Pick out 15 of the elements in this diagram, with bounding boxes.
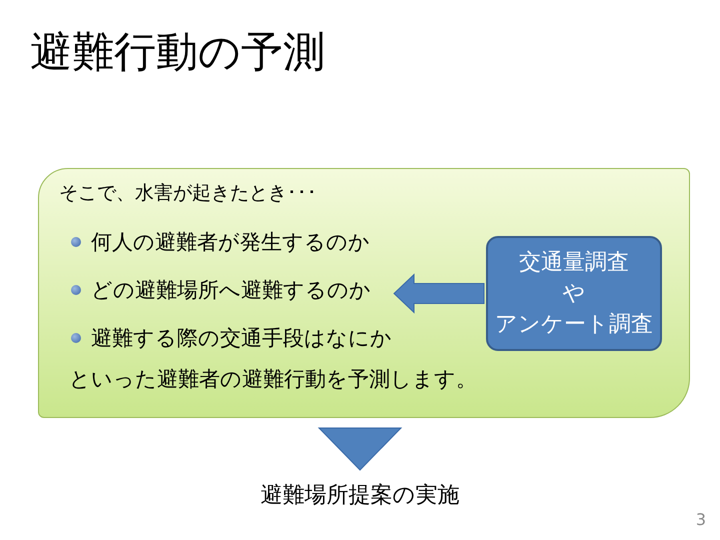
page-number: 3 <box>696 510 706 529</box>
bullet-text: 避難する際の交通手段はなにか <box>91 326 392 350</box>
slide-title: 避難行動の予測 <box>30 26 325 78</box>
box-text: アンケート調査 <box>495 311 653 339</box>
box-text: や <box>562 280 586 308</box>
summary-text: といった避難者の避難行動を予測します。 <box>69 366 477 393</box>
callout-box <box>38 168 690 418</box>
intro-text: そこで、水害が起きたとき･･･ <box>59 181 317 206</box>
box-text: 交通量調査 <box>519 249 629 277</box>
info-box <box>486 236 662 351</box>
caption-text: 避難場所提案の実施 <box>260 483 460 508</box>
block-arrow <box>318 428 402 471</box>
bullet-text: 何人の避難者が発生するのか <box>91 230 370 254</box>
block-arrow <box>393 273 484 314</box>
bullet-text: どの避難場所へ避難するのか <box>91 278 371 302</box>
